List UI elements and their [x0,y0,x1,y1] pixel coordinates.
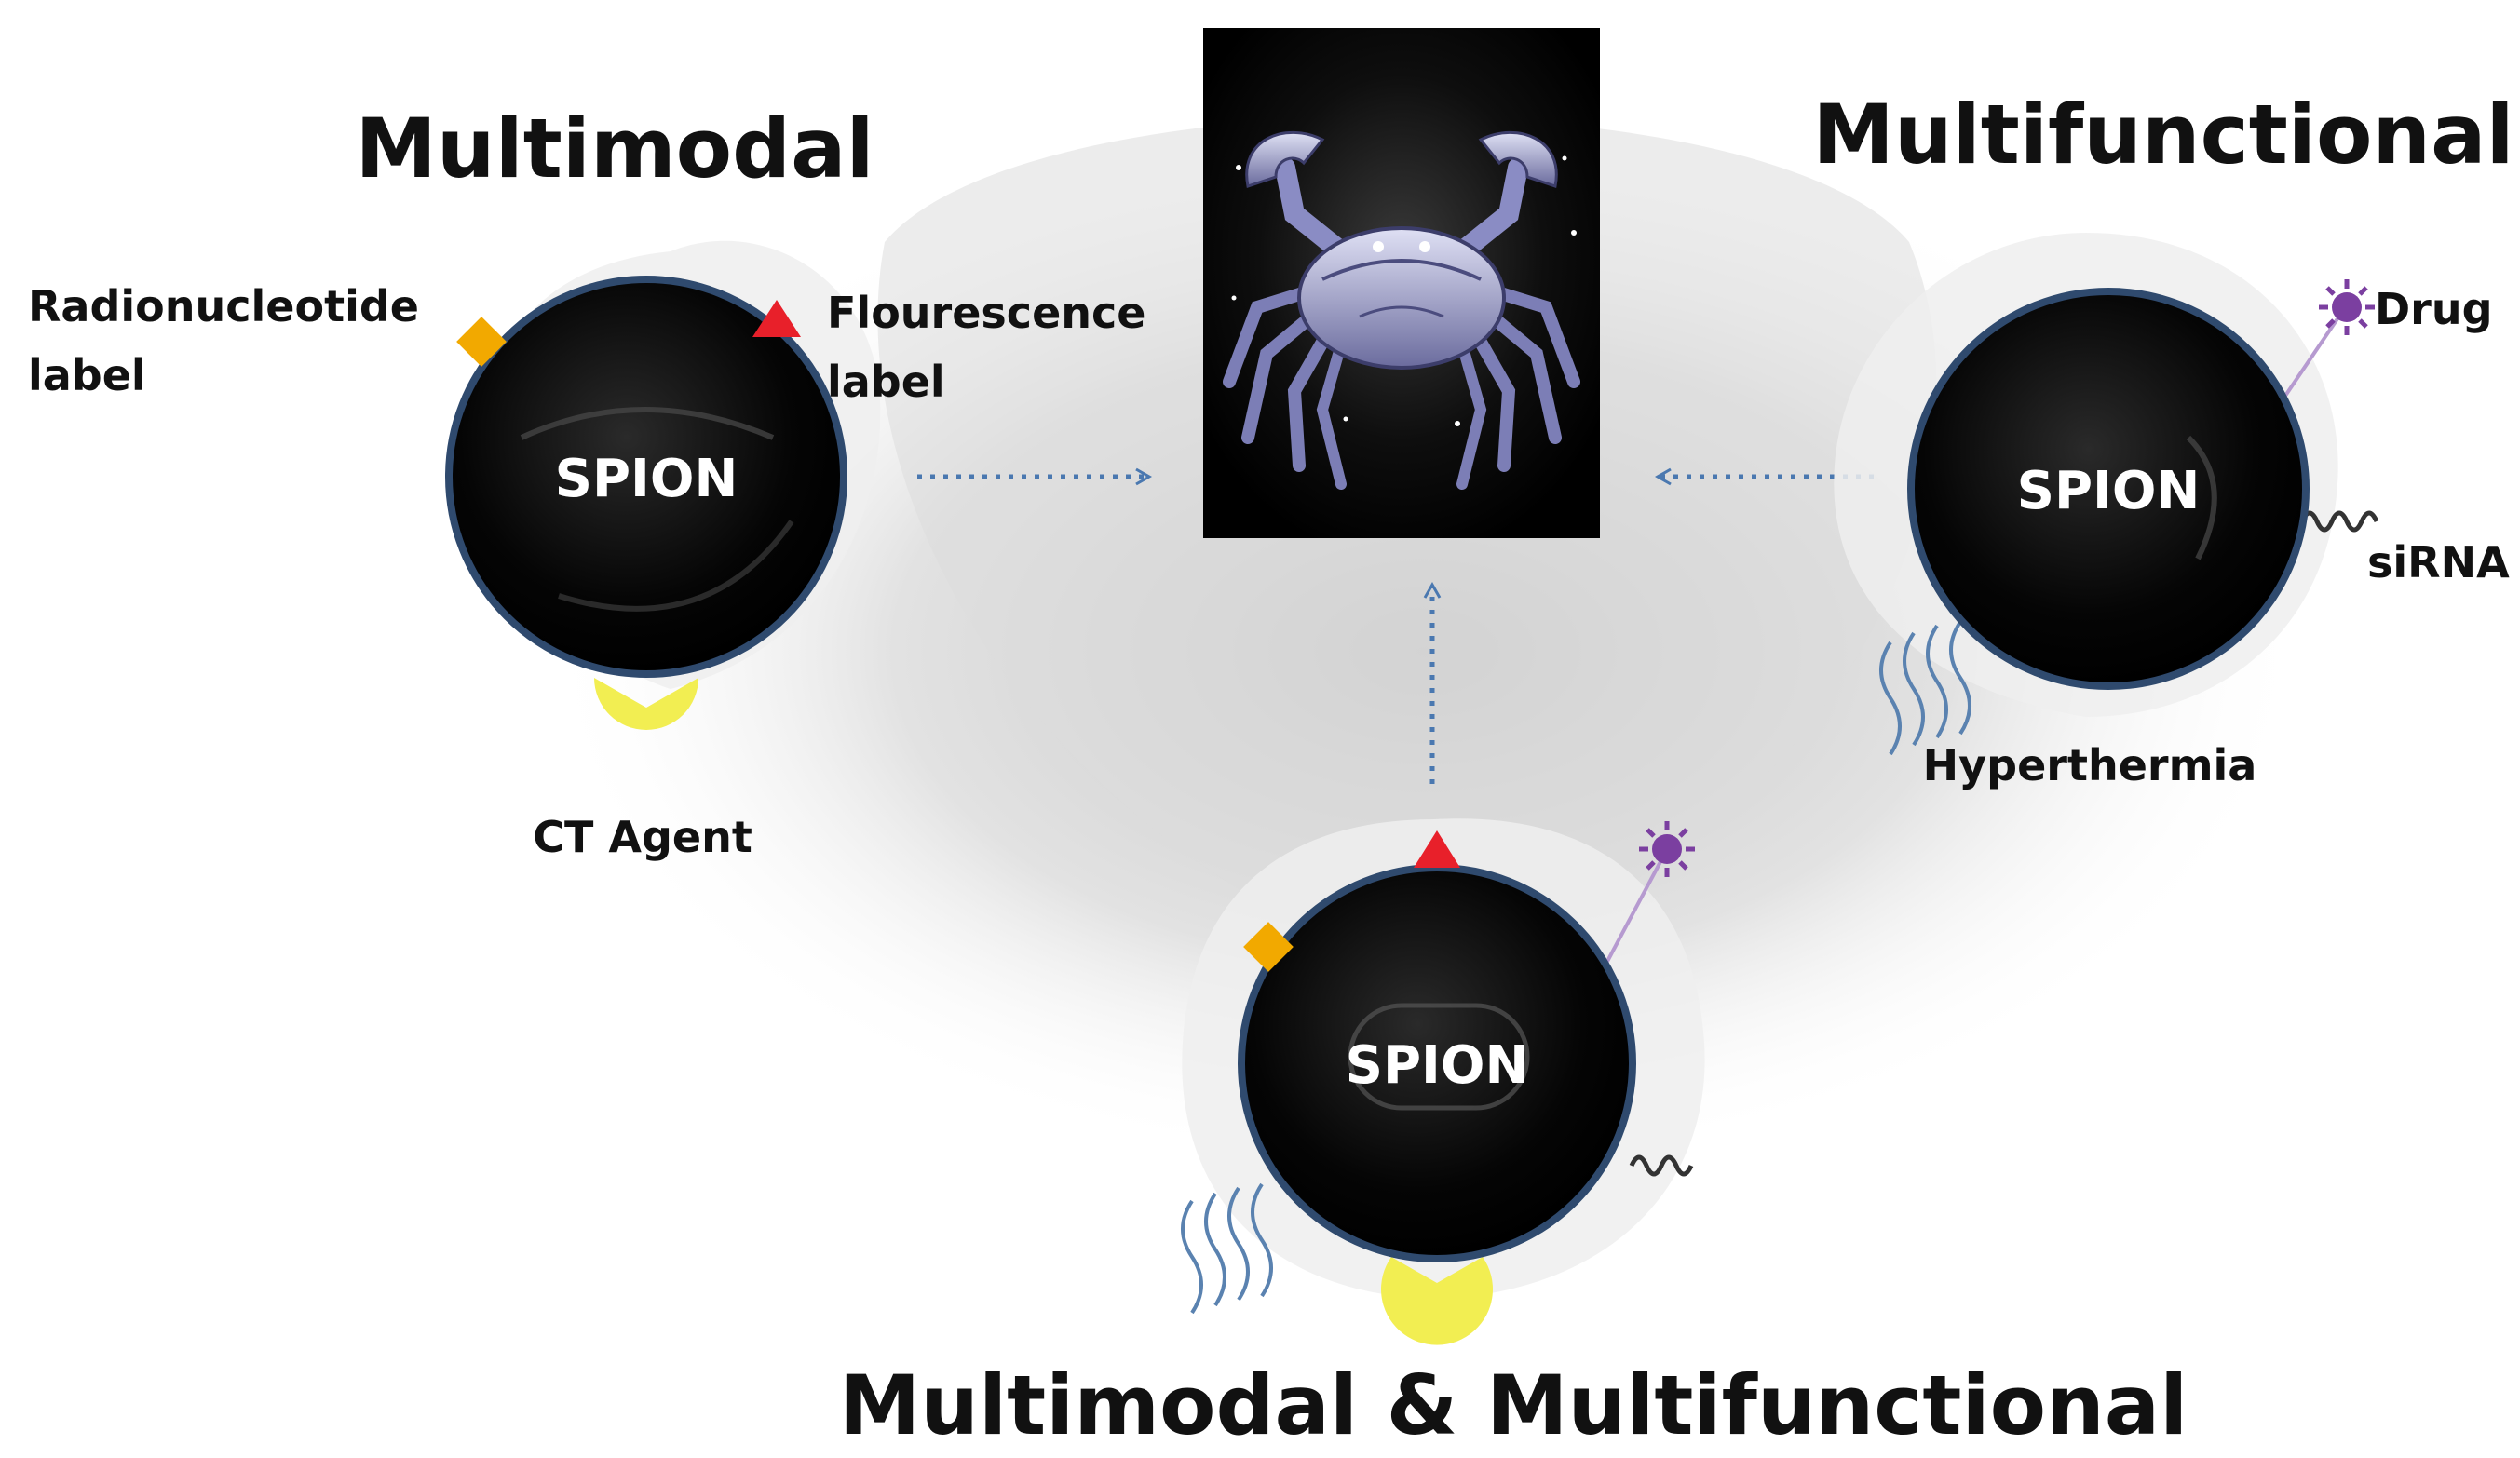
sirna-label: siRNA [2367,537,2510,587]
cancer-image [1203,28,1600,538]
multifunctional-particle: SPION [1834,233,2379,756]
hyperthermia-label: Hyperthermia [1923,740,2257,790]
sirna-marker [2299,510,2379,533]
hyperthermia-waves [1879,620,1971,756]
fluorescence-marker [752,300,801,337]
ct-agent-label: CT Agent [533,812,752,862]
sirna-marker [1629,1154,1694,1177]
drug-marker [2319,279,2375,335]
crab-icon [1223,130,1580,490]
ct-agent-marker [594,678,698,730]
combined-particle: SPION [1181,818,1705,1345]
radionucleotide-label: Radionucleotide label [28,281,434,400]
combined-title: Multimodal & Multifunctional [839,1357,2188,1453]
spion-label: SPION [2017,461,2201,521]
spion-core [1907,288,2310,690]
fluorescence-label: Flourescence label [827,288,1161,407]
hyperthermia-waves [1181,1182,1273,1315]
ct-agent-marker [1381,1257,1493,1345]
multimodal-title: Multimodal [355,101,874,196]
multifunctional-title: Multifunctional [1812,87,2513,182]
fluorescence-marker [1414,830,1460,868]
drug-label: Drug [2375,284,2493,334]
spion-label: SPION [555,449,738,509]
spion-label: SPION [1346,1035,1529,1096]
drug-marker [1639,821,1695,877]
multimodal-particle: SPION [445,240,881,730]
